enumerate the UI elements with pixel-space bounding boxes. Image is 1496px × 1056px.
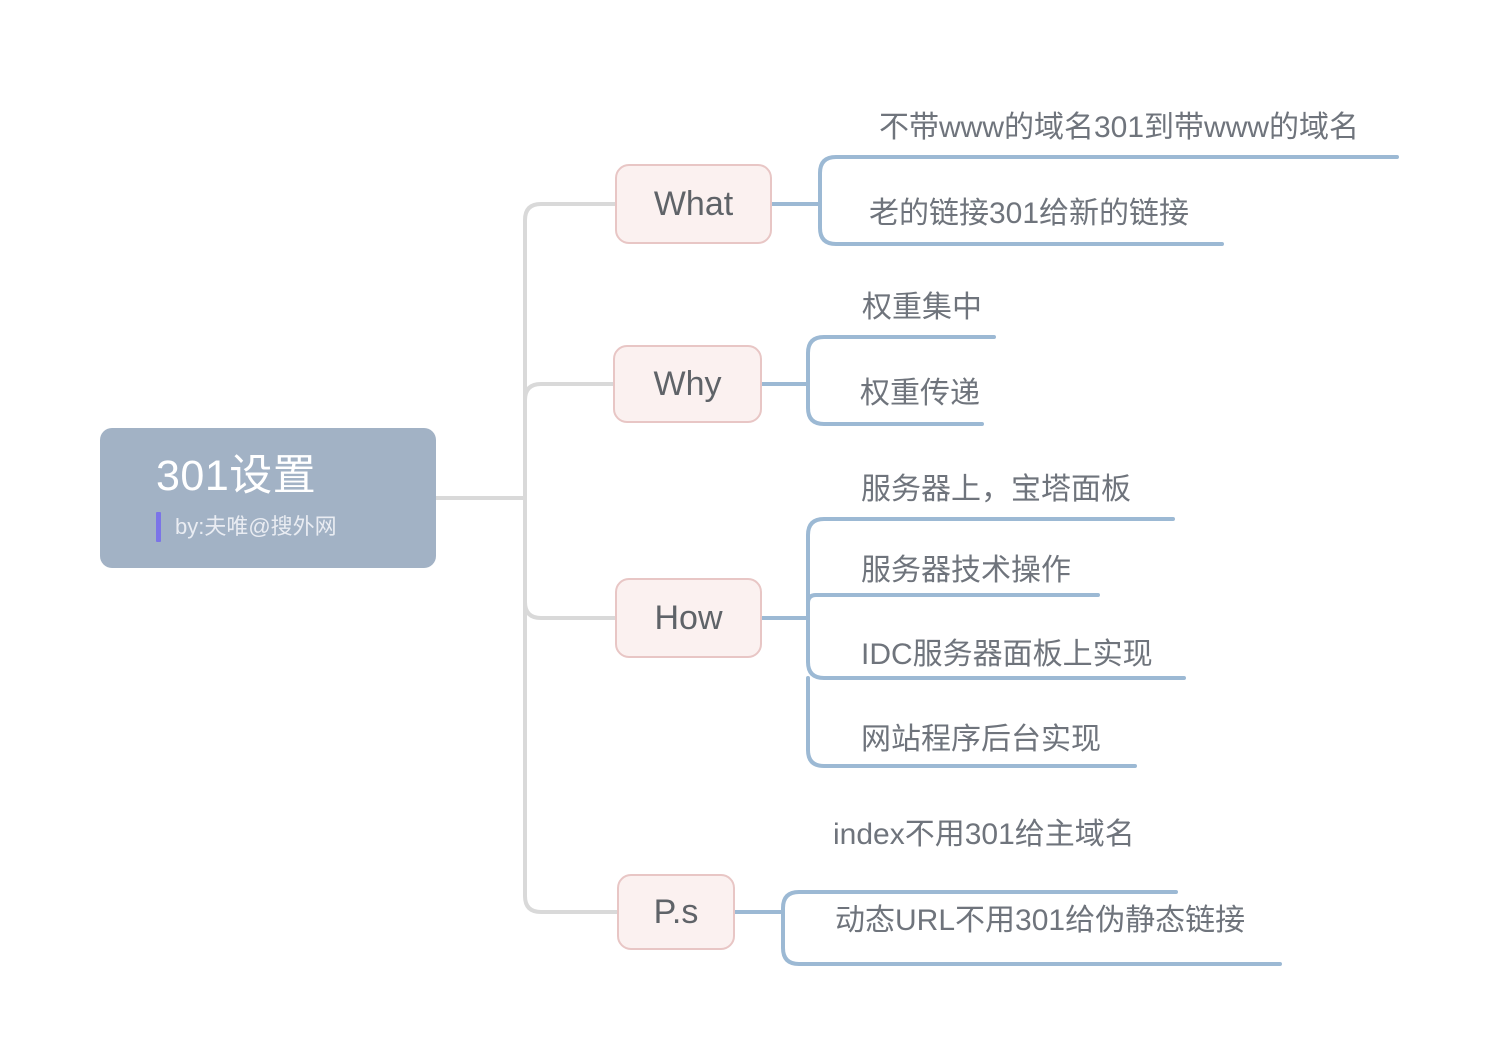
- leaf-item[interactable]: 服务器技术操作: [861, 554, 1071, 587]
- branch-label-what: What: [653, 185, 734, 223]
- root-spine-wire-ps: [523, 496, 619, 914]
- branch-node-how[interactable]: How: [615, 578, 762, 658]
- root-spine-wire-what: [523, 202, 617, 500]
- branch-label-why: Why: [653, 365, 722, 403]
- branch-node-ps[interactable]: P.s: [617, 874, 735, 950]
- root-subtitle: by:夫唯@搜外网: [175, 514, 337, 539]
- root-spine-wire-why: [523, 382, 615, 500]
- leaf-item[interactable]: 网站程序后台实现: [861, 723, 1101, 756]
- root-spine-wire-how: [523, 496, 617, 620]
- leaf-item[interactable]: 服务器上，宝塔面板: [861, 473, 1131, 506]
- branch-node-why[interactable]: Why: [613, 345, 762, 423]
- branch-label-how: How: [654, 599, 723, 637]
- root-title: 301设置: [156, 452, 317, 500]
- leaf-item[interactable]: IDC服务器面板上实现: [861, 638, 1153, 671]
- accent-bar-icon: [156, 512, 161, 542]
- leaf-item[interactable]: 权重传递: [860, 377, 980, 410]
- how-branch-spine-1: [806, 593, 1100, 620]
- branch-node-what[interactable]: What: [615, 164, 772, 244]
- leaf-item[interactable]: index不用301给主域名: [833, 818, 1135, 851]
- leaf-item[interactable]: 动态URL不用301给伪静态链接: [835, 904, 1246, 937]
- root-subtitle-row: by:夫唯@搜外网: [100, 512, 436, 542]
- leaf-item[interactable]: 老的链接301给新的链接: [869, 197, 1190, 230]
- branch-label-ps: P.s: [653, 893, 699, 931]
- leaf-item[interactable]: 不带www的域名301到带www的域名: [879, 111, 1360, 144]
- root-node[interactable]: 301设置 by:夫唯@搜外网: [100, 428, 436, 568]
- leaf-item[interactable]: 权重集中: [862, 291, 982, 324]
